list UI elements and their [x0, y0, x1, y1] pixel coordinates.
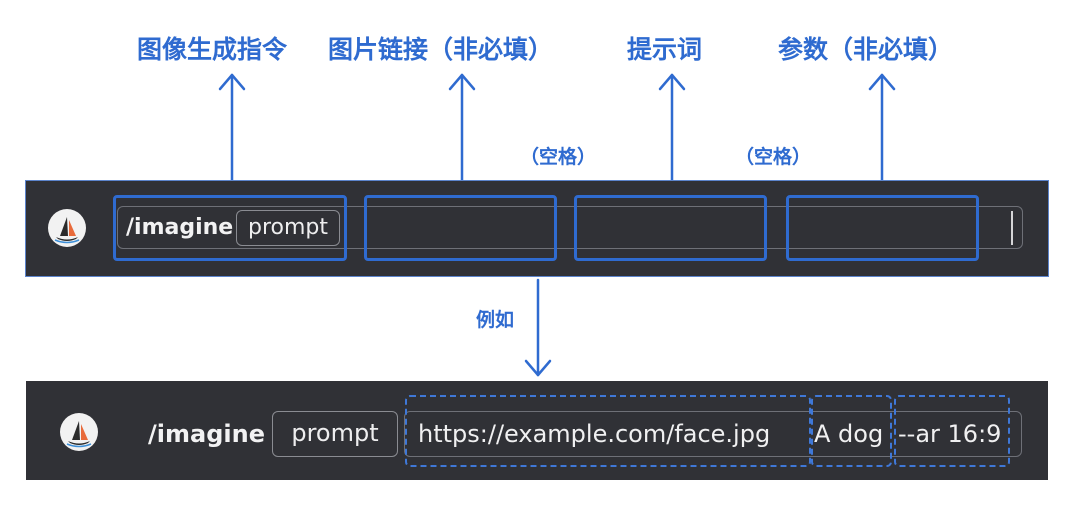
slot-prompt — [574, 195, 767, 261]
dashed-box-image-url — [405, 395, 811, 467]
slot-command — [113, 195, 347, 261]
prompt-text: A dog — [814, 420, 884, 448]
text-caret — [1011, 211, 1013, 245]
label-example: 例如 — [476, 309, 515, 331]
prompt-chip[interactable]: prompt — [272, 411, 398, 457]
command-text: /imagine — [126, 215, 234, 240]
command-input-frame[interactable] — [404, 411, 1022, 457]
dashed-box-params — [894, 395, 1010, 467]
command-bar-example: /imagine prompt https://example.com/face… — [26, 381, 1048, 480]
prompt-chip[interactable]: prompt — [236, 210, 340, 246]
label-prompt: 提示词 — [627, 35, 703, 64]
label-params: 参数（非必填） — [778, 35, 954, 64]
label-space-1: （空格） — [520, 146, 597, 168]
image-url-text: https://example.com/face.jpg — [418, 420, 771, 448]
command-bar-template: /imagine prompt — [26, 181, 1048, 276]
slot-image-link — [364, 195, 557, 261]
sailboat-logo-icon — [60, 413, 98, 451]
command-text: /imagine — [148, 420, 265, 448]
sailboat-logo-icon — [48, 209, 86, 247]
slot-params — [786, 195, 979, 261]
arrow-up-command — [218, 73, 246, 195]
params-text: --ar 16:9 — [898, 420, 1002, 448]
arrow-down-example — [524, 278, 552, 377]
arrow-up-image-link — [448, 73, 476, 195]
arrow-up-prompt — [658, 73, 686, 195]
label-image-link: 图片链接（非必填） — [328, 35, 554, 64]
label-command: 图像生成指令 — [137, 35, 288, 64]
command-input-frame[interactable] — [117, 206, 1023, 249]
label-space-2: （空格） — [735, 146, 812, 168]
dashed-box-prompt — [811, 395, 892, 467]
arrow-up-params — [868, 73, 896, 195]
